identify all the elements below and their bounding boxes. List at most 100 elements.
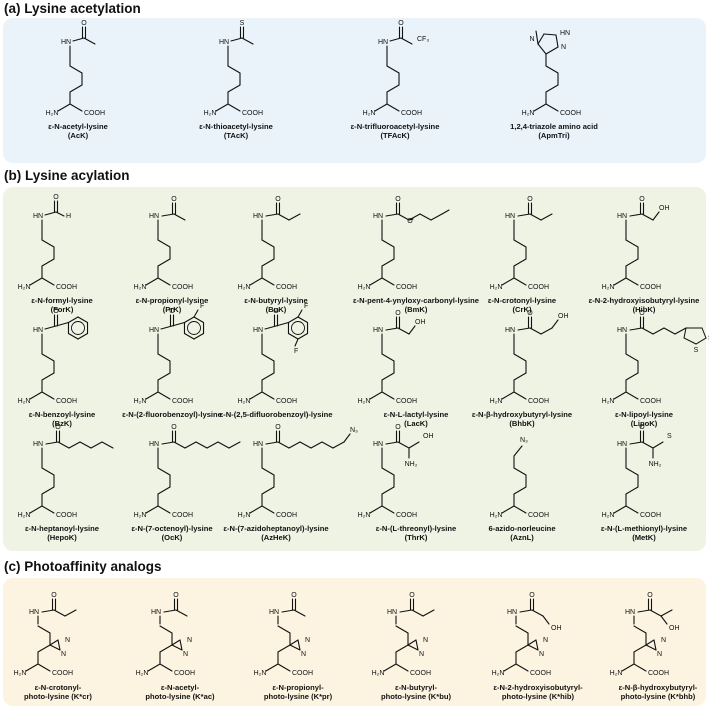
hetero-label: OH [423,433,434,440]
compound-name: ε-N-butyryl-lysine [244,296,308,305]
acid-label: COOH [174,670,195,677]
side-chain-bond [261,353,275,362]
panel-lysine-acylation [3,187,706,551]
diazirine-n-label: N [661,637,666,644]
oxygen-label: O [395,196,401,203]
amide-bond [637,609,651,613]
acyl-chain-bond [321,441,334,449]
compound-name: ε-N-acetyl- [160,683,200,692]
diazirine-bond [297,639,301,651]
acyl-chain-bond [228,441,241,449]
side-chain-bond [381,467,395,476]
amine-label: H₂N [238,398,251,405]
acid-label: COOH [530,670,551,677]
side-chain-bond [381,486,395,495]
triazole-bond [537,43,547,55]
oxygen-label: O [291,592,297,599]
amine-bond [249,277,263,286]
caption-c-4: ε-N-butyryl-photo-lysine (K*bu) [341,683,491,701]
nh-label: HN [617,327,627,334]
diazirine-bond [289,639,299,646]
fluorine-label: F [200,303,204,310]
side-chain-bond [381,258,395,267]
aryl-bond [171,321,186,327]
aryl-bond [55,321,70,327]
amide-bond [44,325,57,330]
side-chain-bond [157,372,171,381]
amine-bond [29,391,43,400]
amine-bond [369,391,383,400]
hydroxyl-label: OH [551,625,562,632]
acyl-chain-bond [674,327,687,335]
amide-bond [517,327,531,331]
caption-a-2: ε-N-thioacetyl-lysine(TAcK) [161,122,311,140]
diazirine-bond [407,644,419,651]
amine-bond [25,663,39,672]
acid-bond [515,663,529,672]
side-chain-bond [381,372,395,381]
alkyne-bond [441,209,450,215]
compound-name: ε-N-lipoyl-lysine [614,410,674,419]
amine-label: H₂N [610,670,623,677]
caption-b-5: ε-N-crotonyl-lysine(CrK) [447,296,597,314]
diazirine-bond [645,639,655,646]
acid-label: COOH [560,110,581,117]
section-title-c: (c) Photoaffinity analogs [4,559,162,574]
diazirine-bond [645,644,657,651]
amine-bond [369,277,383,286]
heteroatom-label: O [81,20,87,27]
nh-label: HN [61,39,71,46]
side-chain-bond [37,644,51,653]
pentynyl-bond [419,213,432,221]
compound-name: ε-N-thioacetyl-lysine [199,122,273,131]
amino-label: NH₂ [405,461,418,468]
acyl-chain-bond [57,441,70,449]
acid-bond [513,391,527,400]
compound-b-12: H₂NCOOHHNOSS [596,310,709,410]
compound-abbr: (ThrK) [404,533,428,542]
acid-bond [545,103,559,112]
amine-bond [29,505,43,514]
side-chain-bond [41,353,55,362]
aromatic-ring [187,321,201,335]
amide-bond [389,37,402,42]
benzene-bond [287,332,299,340]
acyl-chain-bond [641,327,654,335]
amine-bond [613,277,627,286]
side-chain-bond [227,65,241,74]
oxygen-label: O [171,424,177,431]
diazirine-n-label: N [187,637,192,644]
compound-name: ε-N-2-hydroxyisobutyryl-lysine [588,296,700,305]
acyl-chain-bond [64,609,77,617]
acyl-chain-bond [277,213,290,221]
substituent-label: OH [415,319,426,326]
hydrogen-label: H [66,213,71,220]
nh-label: HN [505,213,515,220]
side-chain-bond [625,486,639,495]
compound-name: ε-N-acetyl-lysine [48,122,108,131]
benzene-bond [287,316,299,324]
amine-bond [503,663,517,672]
compound-abbr: (ForK) [50,305,74,314]
substituent-label: N₃ [350,427,358,434]
section-title-a: (a) Lysine acetylation [4,1,141,16]
amide-bond [45,441,59,445]
compound-abbr: (TFAcK) [380,131,410,140]
caption-b-8: ε-N-(2-fluorobenzoyl)-lysine [97,410,247,419]
amide-bond [41,609,55,613]
amine-bond [215,103,229,112]
acyl-chain-bond [184,441,197,449]
methyl-bond [400,37,413,45]
amine-label: H₂N [490,398,503,405]
aromatic-ring [291,321,305,335]
